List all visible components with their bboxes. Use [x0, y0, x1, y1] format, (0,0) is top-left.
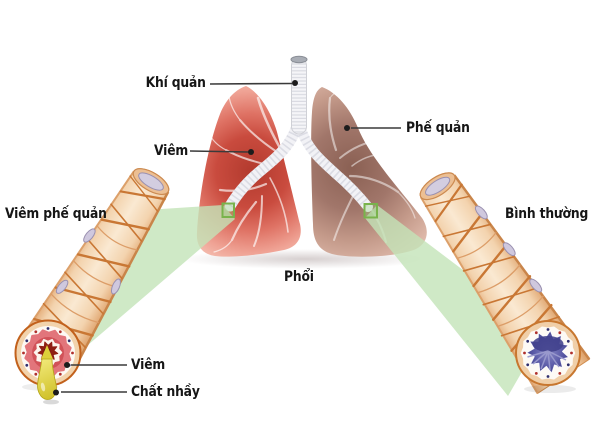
magnifier-beam-right — [365, 205, 545, 396]
healthy-lung-body — [311, 87, 427, 257]
lung-inflammation-label: Viêm — [153, 143, 188, 159]
lungs-label: Phổi — [284, 269, 314, 285]
leader-lines — [61, 82, 401, 393]
gland-cell — [502, 242, 516, 257]
zoom-box-left — [221, 202, 235, 218]
lung-inflammation-leader-dot — [248, 149, 254, 155]
lung-inflammation-leader-line — [189, 150, 249, 153]
healthy-lung-bronchial-tree — [328, 90, 416, 243]
normal-cross-section — [515, 320, 581, 393]
trachea-label: Khí quản — [145, 75, 206, 91]
trachea-leader-line — [209, 82, 293, 85]
trachea-opening — [290, 55, 308, 64]
leader-dots — [53, 80, 350, 396]
gland-cell — [83, 228, 96, 243]
tube-inflammation-leader-dot — [64, 362, 70, 368]
wall-cells — [523, 328, 573, 378]
gland-cell — [529, 278, 543, 293]
trachea-tube — [291, 57, 307, 135]
gland-cell — [425, 176, 451, 196]
normal-label: Bình thường — [505, 206, 589, 222]
bronchitis-label: Viêm phế quản — [5, 206, 107, 222]
gland-cell — [474, 205, 488, 220]
healthy-lung — [311, 87, 427, 257]
gland-cell — [110, 278, 121, 295]
tube-inflammation-label: Viêm — [131, 357, 166, 373]
trachea — [224, 55, 373, 212]
mucus-drip — [37, 345, 59, 405]
bronchus-label: Phế quản — [406, 120, 470, 136]
lumen-folds — [527, 350, 567, 371]
magnifier-beam-left — [88, 205, 235, 345]
zoom-box-right — [363, 203, 378, 219]
mucus-leader-dot — [53, 389, 59, 396]
mucus-label: Chất nhầy — [131, 384, 200, 400]
inflamed-cross-section — [14, 319, 82, 405]
trachea-leader-dot — [292, 80, 298, 86]
gland-cell — [138, 172, 164, 191]
gland-cell — [55, 279, 69, 294]
bronchus-leader-dot — [344, 125, 350, 131]
